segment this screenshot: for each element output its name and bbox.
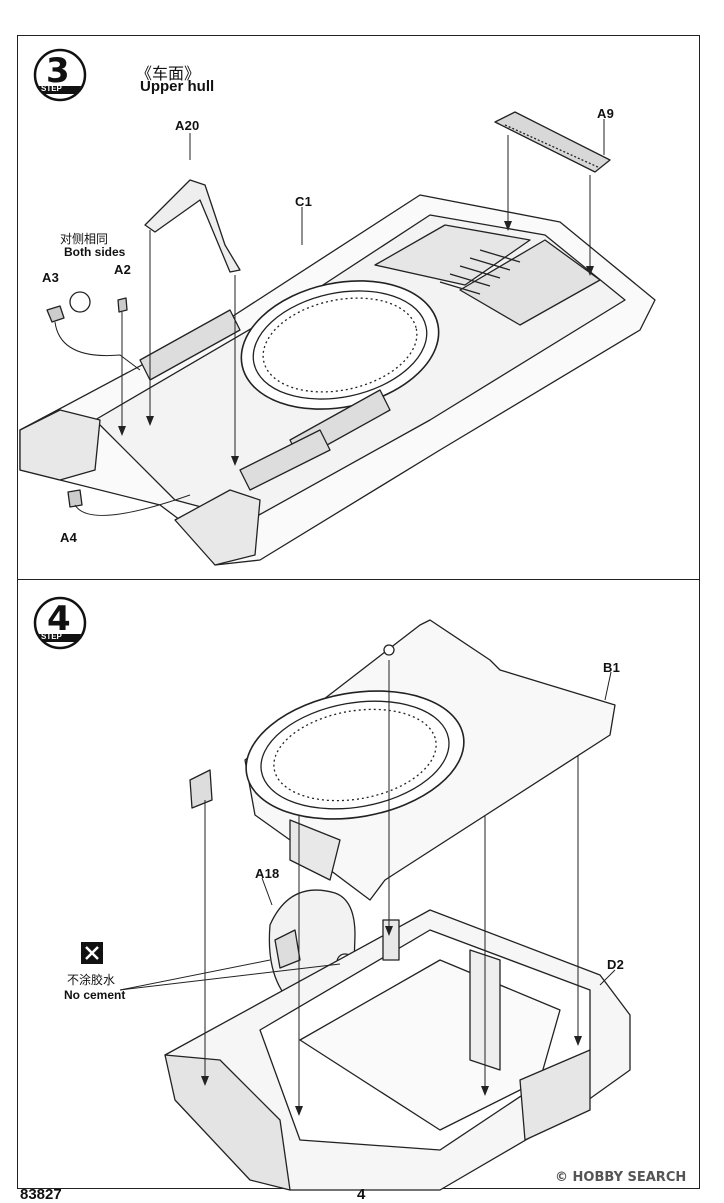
step4-note-en: No cement	[64, 988, 126, 1002]
step4-badge: 4 STEP	[33, 596, 87, 650]
step4-note-cn: 不涂胶水	[67, 973, 116, 987]
part-label-d2: D2	[607, 957, 625, 972]
part-label-a18: A18	[255, 866, 280, 881]
step3-badge: 3 STEP	[33, 48, 87, 102]
step3-title-cn: 《车面》	[136, 64, 201, 83]
page-number: 4	[357, 1186, 366, 1203]
step4-step-word: STEP	[41, 632, 62, 641]
step3-note-cn: 对侧相同	[60, 232, 109, 246]
part-label-a2: A2	[114, 262, 132, 277]
part-label-a4: A4	[60, 530, 78, 545]
part-label-b1: B1	[603, 660, 621, 675]
no-cement-icon	[81, 942, 103, 964]
part-label-a9: A9	[597, 106, 615, 121]
step4-number: 4	[47, 599, 71, 639]
step3-title-en: Upper hull	[140, 78, 215, 95]
part-label-a20: A20	[175, 118, 200, 133]
step3-note-en: Both sides	[64, 245, 126, 259]
part-label-c1: C1	[295, 194, 313, 209]
watermark: © HOBBY SEARCH	[555, 1170, 687, 1185]
step3-number: 3	[46, 51, 70, 91]
step3-step-word: STEP	[41, 84, 62, 93]
kit-number: 83827	[20, 1186, 62, 1203]
part-label-a3: A3	[42, 270, 60, 285]
